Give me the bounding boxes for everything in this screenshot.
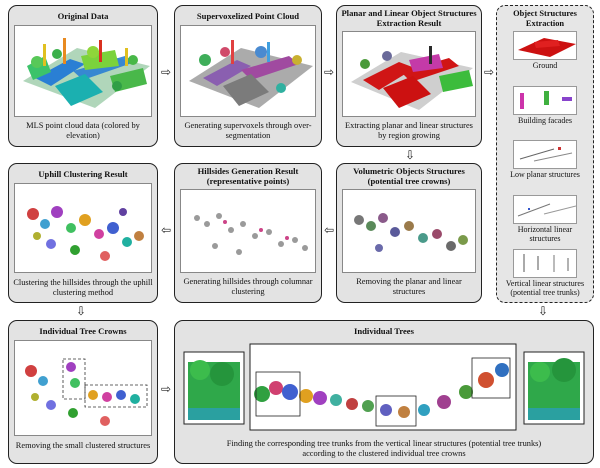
panel-caption: MLS point cloud data (colored by elevati… bbox=[26, 121, 140, 140]
panel-caption: Generating supervoxels through over-segm… bbox=[184, 121, 312, 140]
object-caption: Low planar structures bbox=[510, 170, 580, 179]
object-item-ground: Ground bbox=[503, 31, 587, 81]
arrow-down-icon: ⇩ bbox=[538, 304, 549, 318]
panel-hillsides: Hillsides Generation Result (representat… bbox=[174, 163, 322, 303]
object-item-vertical-linear: Vertical linear structures (potential tr… bbox=[503, 249, 587, 302]
arrow-left-icon: ⇦ bbox=[161, 223, 172, 237]
panel-caption: Finding the corresponding tree trunks fr… bbox=[226, 439, 542, 458]
supervoxel-image bbox=[180, 25, 316, 117]
panel-caption: Extracting planar and linear structures … bbox=[345, 121, 473, 140]
panel-title: Object Structures Extraction bbox=[513, 9, 577, 28]
low-planar-image bbox=[513, 140, 577, 169]
vertical-linear-image bbox=[513, 249, 577, 278]
object-item-building-facades: Building facades bbox=[503, 86, 587, 136]
panel-title: Individual Trees bbox=[354, 326, 414, 336]
panel-title: Supervoxelized Point Cloud bbox=[196, 11, 300, 21]
panel-caption: Generating hillsides through columnar cl… bbox=[183, 277, 313, 296]
object-caption: Vertical linear structures (potential tr… bbox=[505, 279, 585, 297]
panel-title: Volumetric Objects Structures (potential… bbox=[353, 166, 465, 186]
panel-title: Hillsides Generation Result (representat… bbox=[197, 166, 299, 186]
horizontal-linear-image bbox=[513, 195, 577, 224]
hillsides-image bbox=[180, 189, 316, 273]
object-caption: Horizontal linear structures bbox=[517, 225, 573, 243]
tree-crowns-image bbox=[14, 340, 152, 436]
panel-individual-trees: Individual Trees bbox=[174, 320, 594, 464]
panel-individual-tree-crowns: Individual Tree Crowns Removing the smal… bbox=[8, 320, 158, 464]
arrow-right-icon: ⇨ bbox=[161, 65, 172, 79]
ground-image bbox=[513, 31, 577, 60]
object-item-low-planar: Low planar structures bbox=[503, 140, 587, 190]
planar-linear-extraction-image bbox=[342, 31, 476, 117]
object-caption: Ground bbox=[532, 61, 558, 70]
panel-title: Uphill Clustering Result bbox=[38, 169, 128, 179]
individual-trees-image bbox=[180, 340, 588, 434]
arrow-down-icon: ⇩ bbox=[76, 304, 87, 318]
arrow-down-icon: ⇩ bbox=[405, 148, 416, 162]
arrow-right-icon: ⇨ bbox=[324, 65, 335, 79]
panel-title: Individual Tree Crowns bbox=[39, 326, 127, 336]
panel-uphill-clustering: Uphill Clustering Result Clustering the … bbox=[8, 163, 158, 303]
arrow-right-icon: ⇨ bbox=[484, 65, 495, 79]
panel-caption: Clustering the hillsides through the uph… bbox=[13, 278, 153, 297]
panel-supervoxelized: Supervoxelized Point Cloud Generating su… bbox=[174, 5, 322, 147]
panel-caption: Removing the planar and linear structure… bbox=[356, 277, 462, 296]
point-cloud-elevation-image bbox=[14, 25, 152, 117]
panel-volumetric: Volumetric Objects Structures (potential… bbox=[336, 163, 482, 303]
arrow-left-icon: ⇦ bbox=[324, 223, 335, 237]
uphill-clustering-image bbox=[14, 183, 152, 273]
building-facades-image bbox=[513, 86, 577, 115]
panel-object-structures: Object Structures Extraction Ground Buil… bbox=[496, 5, 594, 303]
volumetric-image bbox=[342, 189, 476, 273]
object-caption: Building facades bbox=[518, 116, 572, 125]
panel-caption: Removing the small clustered structures bbox=[15, 441, 151, 450]
panel-title: Planar and Linear Object Structures Extr… bbox=[341, 8, 477, 28]
arrow-right-icon: ⇨ bbox=[161, 382, 172, 396]
panel-title: Original Data bbox=[57, 11, 109, 21]
panel-planar-linear: Planar and Linear Object Structures Extr… bbox=[336, 5, 482, 147]
panel-original-data: Original Data MLS point cloud data (colo… bbox=[8, 5, 158, 147]
object-item-horizontal-linear: Horizontal linear structures bbox=[503, 195, 587, 245]
